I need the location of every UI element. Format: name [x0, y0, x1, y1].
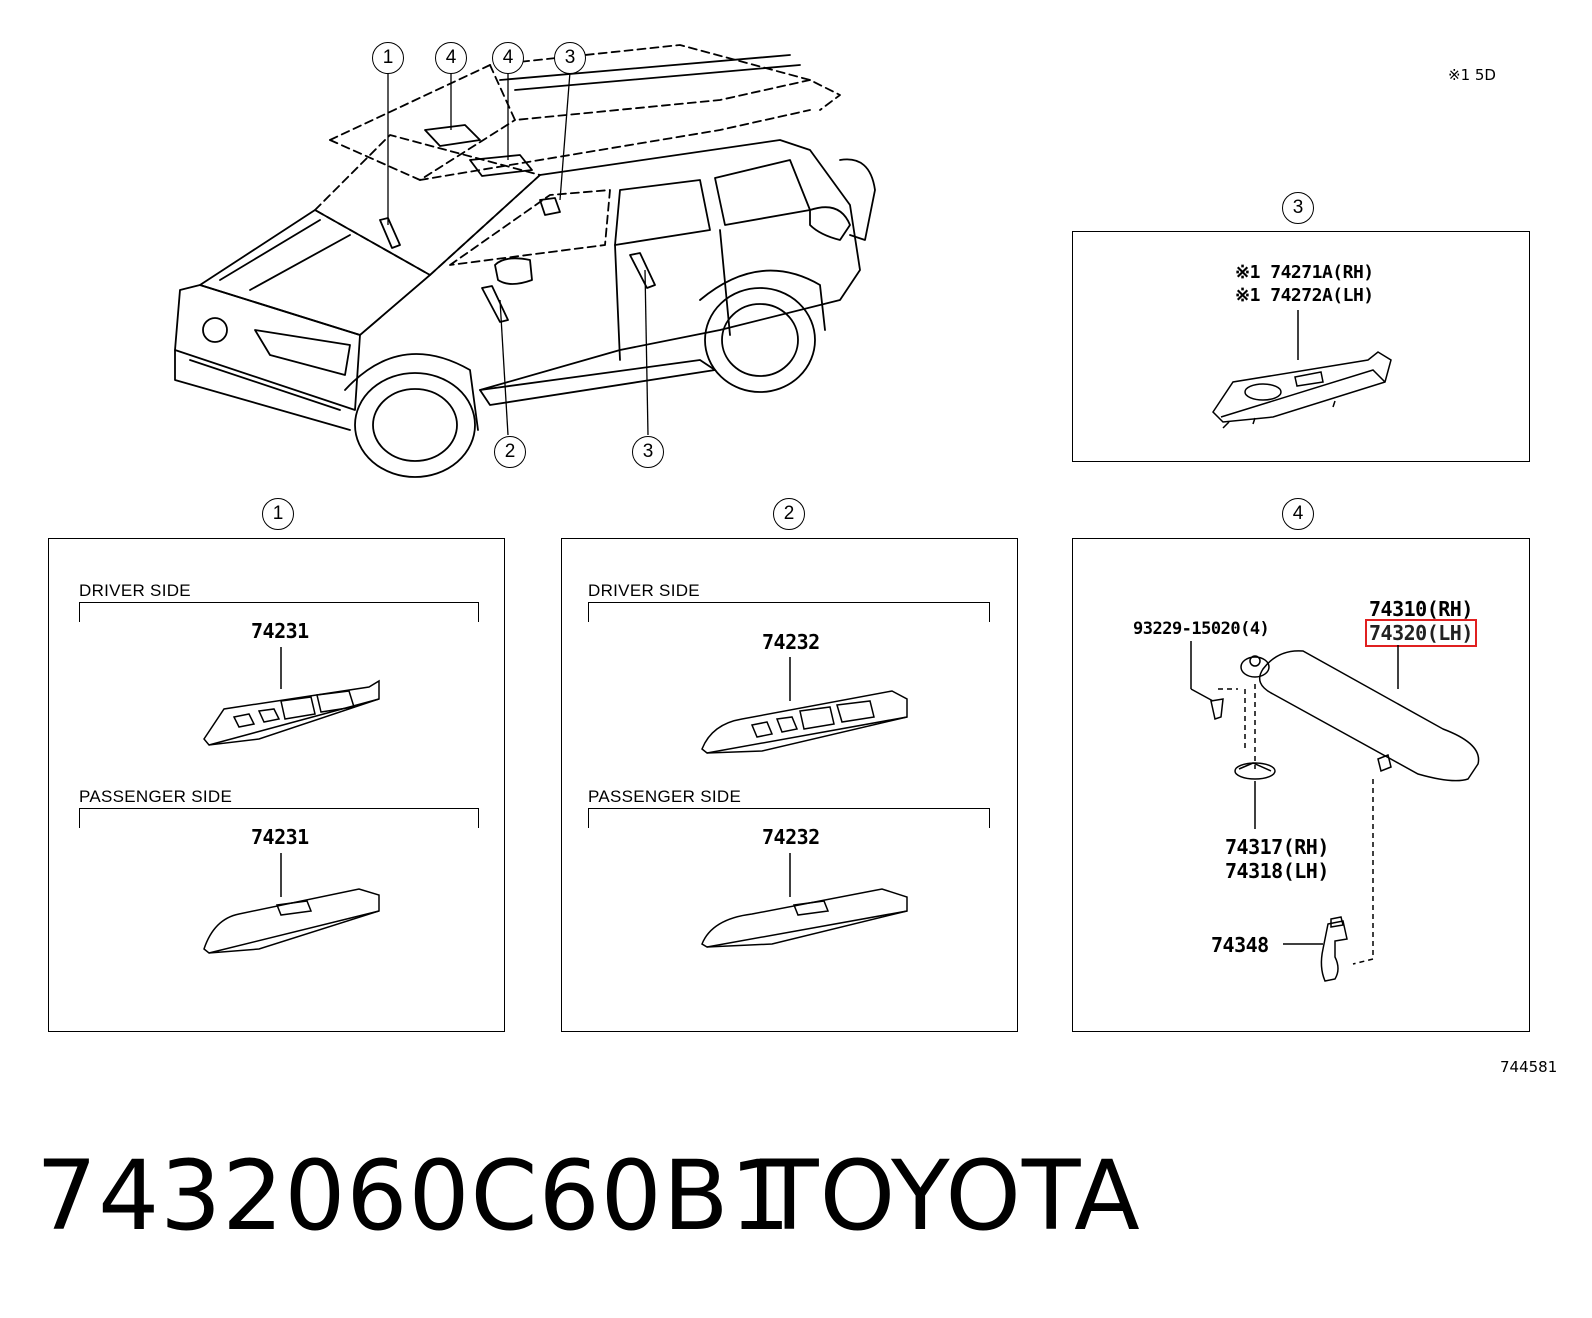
panel2-callout: 2 [773, 498, 805, 530]
panel2-passenger-label: PASSENGER SIDE [588, 787, 742, 806]
car-callout-1: 1 [372, 42, 404, 74]
vehicle-illustration [174, 44, 876, 478]
car-callout-4a: 4 [435, 42, 467, 74]
holder-lh-part: 74318(LH) [1225, 859, 1329, 883]
panel-2: DRIVER SIDE 74232 PASSENGER SIDE 74232 [561, 538, 1018, 1032]
visor-rh-part: 74310(RH) [1369, 597, 1473, 621]
brand-title: TOYOTA [760, 1140, 1141, 1252]
panel1-driver-bracket [79, 602, 479, 622]
panel-1: DRIVER SIDE 74231 PASSENGER SIDE 74231 [48, 538, 505, 1032]
switch-bezel-icon [1212, 310, 1392, 429]
part-number-title: 7432060C60B1 [36, 1140, 792, 1252]
clip-part: 74348 [1211, 933, 1269, 957]
diagram-id: 744581 [1500, 1058, 1558, 1076]
sun-visor-icon [1190, 641, 1480, 982]
holder-rh-part: 74317(RH) [1225, 835, 1329, 859]
car-callout-4b: 4 [492, 42, 524, 74]
panel2-driver-label: DRIVER SIDE [588, 581, 700, 600]
car-callout-3a: 3 [554, 42, 586, 74]
panel2-driver-part: 74232 [762, 630, 820, 654]
car-callout-2: 2 [494, 436, 526, 468]
panel4-callout: 4 [1282, 498, 1314, 530]
panel1-passenger-part: 74231 [251, 825, 309, 849]
panel2-passenger-part: 74232 [762, 825, 820, 849]
panel2-passenger-bracket [588, 808, 990, 828]
car-callout-3b: 3 [632, 436, 664, 468]
panel1-passenger-label: PASSENGER SIDE [79, 787, 233, 806]
panel-3: ※1 74271A(RH) ※1 74272A(LH) [1072, 231, 1530, 462]
panel2-driver-bracket [588, 602, 990, 622]
panel1-driver-label: DRIVER SIDE [79, 581, 191, 600]
panel3-part-lh: ※1 74272A(LH) [1235, 285, 1374, 306]
screw-part: 93229-15020(4) [1133, 619, 1270, 639]
model-note: ※1 5D [1448, 66, 1496, 84]
master-switch-icon [203, 647, 380, 954]
panel-4: 93229-15020(4) 74310(RH) 74320(LH) 74317… [1072, 538, 1530, 1032]
switch-base-icon [701, 657, 908, 948]
panel1-callout: 1 [262, 498, 294, 530]
panel1-passenger-bracket [79, 808, 479, 828]
panel3-callout: 3 [1282, 192, 1314, 224]
panel3-part-rh: ※1 74271A(RH) [1235, 262, 1374, 283]
visor-lh-part: 74320(LH) [1365, 619, 1477, 647]
panel1-driver-part: 74231 [251, 619, 309, 643]
